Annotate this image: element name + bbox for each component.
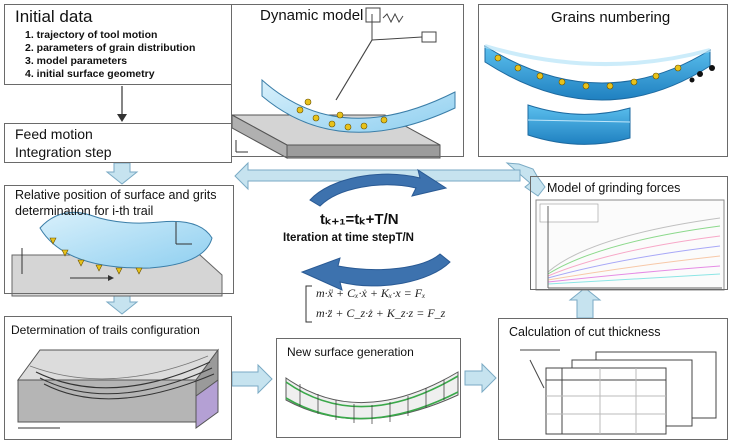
iteration-formula: tₖ₊₁=tₖ+T/N (320, 211, 399, 228)
cut-thickness-illustration (520, 349, 717, 435)
grains-numbering-title: Grains numbering (551, 9, 671, 26)
cut-thickness-block: Calculation of cut thickness (498, 318, 728, 440)
relative-position-line1: Relative position of surface and grits (15, 188, 217, 202)
cut-thickness-title: Calculation of cut thickness (509, 325, 661, 339)
dynamic-model-illustration (231, 7, 456, 159)
equation-bracket (305, 285, 312, 323)
new-surface-illustration (285, 371, 459, 424)
arrow-initial-to-feed (117, 86, 127, 122)
initial-data-item: 3. model parameters (25, 55, 128, 67)
trails-configuration-block: Determination of trails configuration (4, 316, 232, 440)
feed-motion-block: Feed motion Integration step (4, 123, 232, 163)
equation-z: m·z̈ + C_z·ż + K_z·z = F_z (316, 306, 446, 320)
trails-configuration-title: Determination of trails configuration (11, 323, 200, 337)
dynamic-model-title: Dynamic model (260, 7, 364, 24)
grinding-forces-title: Model of grinding forces (547, 181, 681, 195)
grains-numbering-block: Grains numbering (478, 4, 728, 157)
iteration-caption: Iteration at time stepT/N (283, 232, 414, 244)
trails-illustration (17, 348, 219, 429)
equation-x: m·ẍ + Cₓ·ẋ + Kₓ·x = Fₓ (316, 286, 426, 300)
initial-data-block: Initial data 1. trajectory of tool motio… (4, 4, 232, 85)
arrow-trails-to-newsurface (231, 363, 273, 395)
initial-data-list: 1. trajectory of tool motion 2. paramete… (25, 29, 195, 81)
initial-data-item: 2. parameters of grain distribution (25, 42, 196, 54)
grains-illustration (484, 44, 715, 145)
grinding-forces-chart (535, 199, 725, 291)
feed-motion-label: Feed motion (15, 126, 93, 142)
arrow-feed-to-relative (105, 162, 139, 185)
new-surface-block: New surface generation (276, 338, 461, 438)
arrow-newsurface-to-cut (464, 362, 497, 394)
relative-position-line2: determination for i-th trail (15, 204, 154, 218)
integration-step-label: Integration step (15, 144, 112, 160)
relative-position-block: Relative position of surface and grits d… (4, 185, 234, 294)
arrow-cut-to-forces (568, 287, 602, 319)
relative-position-illustration (11, 211, 223, 297)
arrow-relative-to-trails (105, 293, 139, 315)
iteration-cycle (300, 168, 451, 291)
initial-data-item: 4. initial surface geometry (25, 68, 155, 80)
grinding-forces-block: Model of grinding forces (530, 176, 728, 290)
initial-data-title: Initial data (15, 7, 93, 26)
new-surface-title: New surface generation (287, 345, 414, 359)
dynamic-model-block: Dynamic model (231, 4, 464, 157)
initial-data-item: 1. trajectory of tool motion (25, 29, 158, 41)
